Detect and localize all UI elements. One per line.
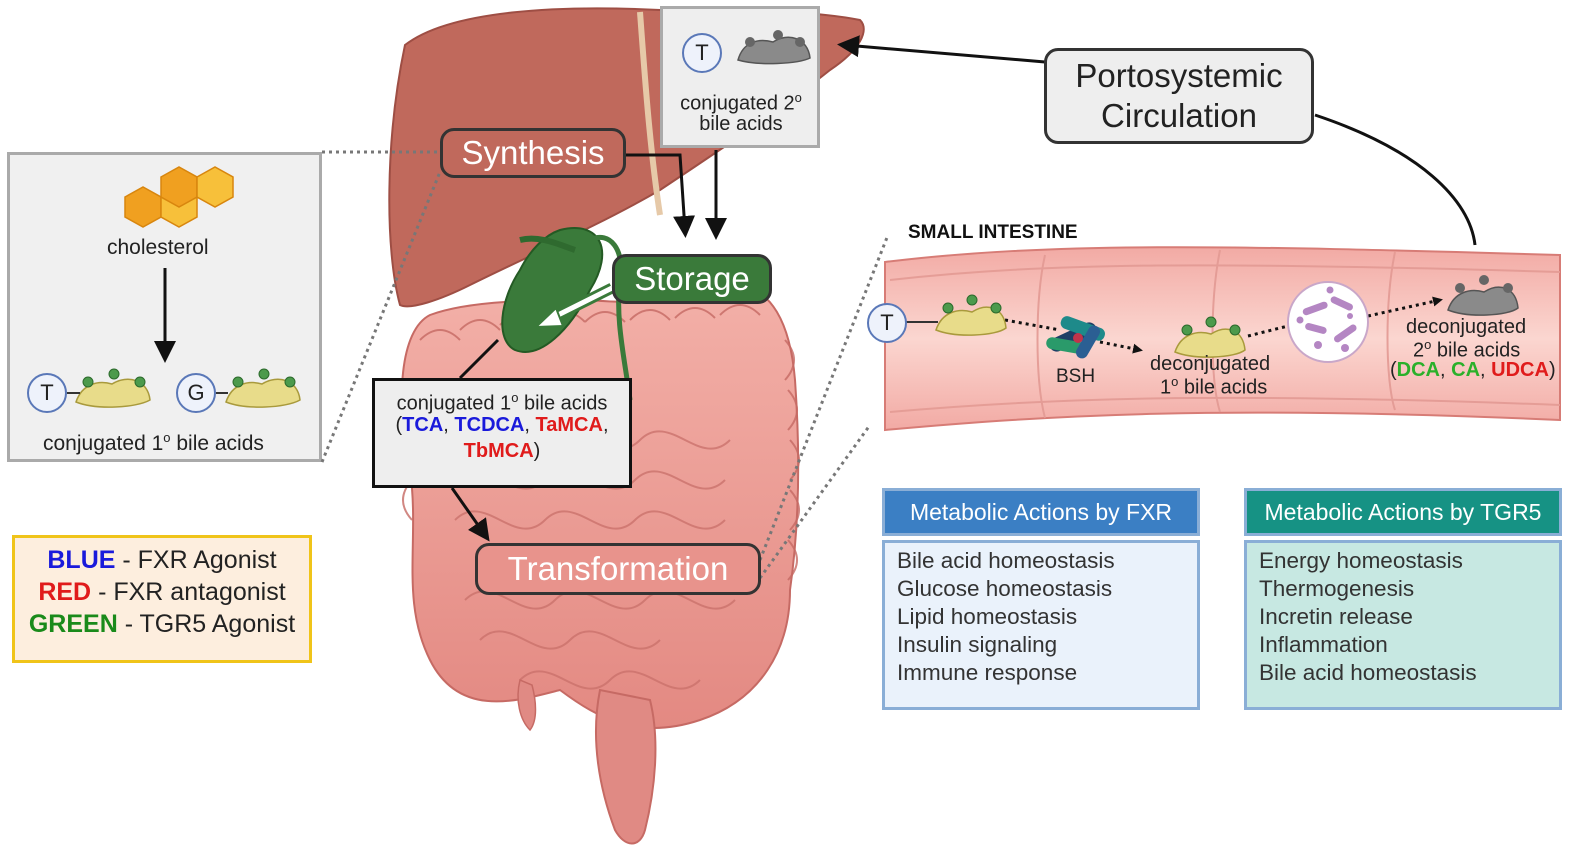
cholesterol-icon <box>124 166 234 228</box>
deconj1-sup: o <box>1171 374 1179 389</box>
deconj1-text: bile acids <box>1178 376 1268 399</box>
marker-t-inset: T <box>682 33 722 73</box>
liver-inset-box <box>660 6 820 148</box>
sep-1: , <box>443 414 455 436</box>
deconj2-pre: 2 <box>1413 339 1425 362</box>
portosystemic-label: Portosystemic Circulation <box>1044 48 1314 144</box>
tgr5-title: Metabolic Actions by TGR5 <box>1244 488 1562 536</box>
dca-label: DCA <box>1396 359 1441 381</box>
tamca-label: TaMCA <box>535 414 603 436</box>
deconj2-close: ) <box>1548 359 1556 381</box>
deconj2-sup: o <box>1424 337 1432 352</box>
deconj2-line2: 2o bile acids <box>1413 337 1520 363</box>
legend-blue: BLUE - FXR Agonist <box>12 546 312 575</box>
conjugated-line1-b: bile acids <box>518 392 608 415</box>
legend-green-text: - TGR5 Agonist <box>117 610 296 638</box>
marker-t-intestine-label: T <box>880 310 894 335</box>
tca-label: TCA <box>402 414 444 436</box>
marker-t-inset-label: T <box>695 40 709 65</box>
conjugated-box-line1: conjugated 1o bile acids <box>374 390 630 416</box>
cholesterol-label: cholesterol <box>107 236 209 259</box>
inset-caption-line2: bile acids <box>699 113 783 135</box>
legend-box <box>12 535 312 663</box>
legend-blue-text: - FXR Agonist <box>115 546 277 574</box>
fxr-list: Bile acid homeostasis Glucose homeostasi… <box>882 540 1200 710</box>
fxr-title: Metabolic Actions by FXR <box>882 488 1200 536</box>
marker-t-intestine: T <box>867 303 907 343</box>
storage-label: Storage <box>612 254 772 304</box>
deconj1-pre: 1 <box>1160 376 1172 399</box>
synthesis-caption: conjugated 1o bile acids <box>43 430 264 456</box>
synthesis-caption-a: conjugated 1 <box>43 432 164 455</box>
legend-green-key: GREEN <box>28 610 118 638</box>
fxr-item: Bile acid homeostasis <box>897 548 1115 573</box>
legend-green: GREEN - TGR5 Agonist <box>12 610 312 639</box>
zoom-lines <box>320 150 890 579</box>
paren-close: ) <box>533 440 541 462</box>
transformation-text: Transformation <box>507 550 729 587</box>
synthesis-text: Synthesis <box>461 134 605 171</box>
fxr-item: Immune response <box>897 660 1078 685</box>
paren-open: ( <box>395 414 403 436</box>
tgr5-list: Energy homeostasis Thermogenesis Increti… <box>1244 540 1562 710</box>
deconj1-line1: deconjugated <box>1150 353 1271 375</box>
inset-caption-text: conjugated 2 <box>680 92 795 115</box>
microbiome-icon <box>1287 281 1369 363</box>
conjugated-box-line3: TbMCA) <box>374 440 630 463</box>
deconj2-line1: deconjugated <box>1406 316 1527 338</box>
deconj2-sep2: , <box>1480 359 1492 381</box>
legend-red-key: RED <box>38 578 92 606</box>
marker-t-synthesis-label: T <box>40 380 54 405</box>
legend-blue-key: BLUE <box>47 546 116 574</box>
tgr5-item: Thermogenesis <box>1259 576 1415 601</box>
fxr-item: Lipid homeostasis <box>897 604 1078 629</box>
conjugated-line1-sup: o <box>511 390 519 405</box>
tgr5-item: Incretin release <box>1259 604 1413 629</box>
storage-text: Storage <box>634 260 750 297</box>
conjugated-box <box>372 378 632 488</box>
bsh-label: BSH <box>1056 366 1096 387</box>
synthesis-label: Synthesis <box>440 128 626 178</box>
portosystemic-line2: Circulation <box>1101 97 1257 134</box>
inset-caption-line1: conjugated 2o <box>668 90 814 116</box>
fxr-item: Glucose homeostasis <box>897 576 1113 601</box>
transformation-label: Transformation <box>475 543 761 595</box>
inset-caption-sup: o <box>794 90 802 105</box>
conjugated-box-line2: (TCA, TCDCA, TaMCA, <box>395 414 609 436</box>
storage-arrow <box>533 283 615 329</box>
deconj2-line3: (DCA, CA, UDCA) <box>1390 359 1556 382</box>
fxr-item: Insulin signaling <box>897 632 1058 657</box>
tgr5-item: Energy homeostasis <box>1259 548 1463 573</box>
tgr5-item: Inflammation <box>1259 632 1388 657</box>
tgr5-item: Bile acid homeostasis <box>1259 660 1477 685</box>
inset-blob <box>737 30 811 65</box>
portosystemic-line1: Portosystemic <box>1075 57 1283 94</box>
tcdca-label: TCDCA <box>454 414 525 436</box>
deconj2-sep1: , <box>1440 359 1452 381</box>
tbmca-label: TbMCA <box>463 440 534 462</box>
flow-arrows <box>450 35 1477 542</box>
deconj2-text: bile acids <box>1431 339 1521 362</box>
conjugated-line1-a: conjugated 1 <box>396 392 512 415</box>
bsh-bacteria-icon <box>1046 316 1105 359</box>
marker-t-synthesis: T <box>27 373 67 413</box>
sep-2: , <box>524 414 536 436</box>
ca-label: CA <box>1451 359 1481 381</box>
deconj2-open: ( <box>1390 359 1397 381</box>
udca-label: UDCA <box>1491 359 1549 381</box>
small-intestine-title: SMALL INTESTINE <box>908 222 1078 243</box>
synthesis-caption-sup: o <box>163 430 171 445</box>
legend-red-text: - FXR antagonist <box>91 578 286 606</box>
marker-g-synthesis: G <box>176 373 216 413</box>
deconj1-line2: 1o bile acids <box>1160 374 1267 400</box>
marker-g-synthesis-label: G <box>187 380 205 405</box>
intestine-dotted-arrows <box>1004 296 1443 354</box>
synthesis-caption-b: bile acids <box>170 432 264 455</box>
legend-red: RED - FXR antagonist <box>12 578 312 607</box>
